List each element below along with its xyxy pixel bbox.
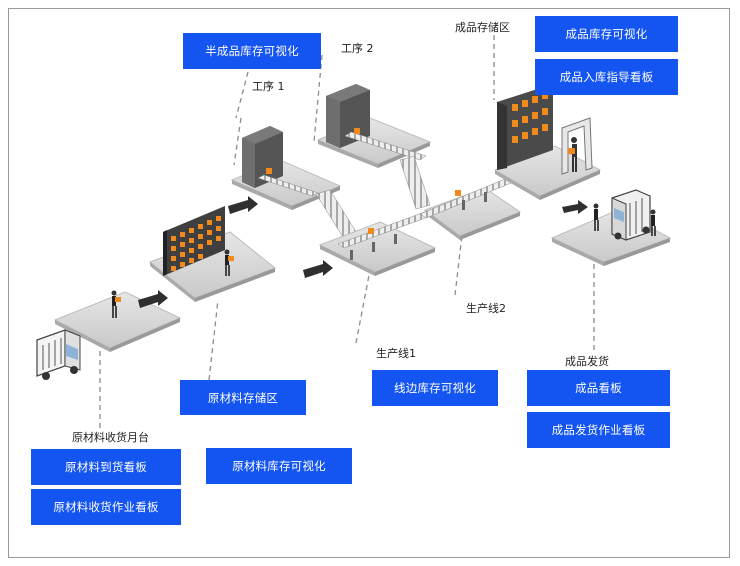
- worker-icon: [568, 137, 577, 172]
- finished-storage-label: 成品存储区: [455, 21, 510, 34]
- raw-arrival-board-button[interactable]: 原材料到货看板: [31, 449, 181, 485]
- connector-lines: [99, 35, 595, 428]
- process2-label: 工序 2: [341, 42, 374, 55]
- delivery-truck-icon: [611, 189, 651, 241]
- raw-receiving-board-button[interactable]: 原材料收货作业看板: [31, 489, 181, 525]
- production-line1-platform: [318, 209, 437, 276]
- finished-storage-platform: [493, 84, 602, 200]
- production-line2-label: 生产线2: [466, 302, 506, 315]
- delivery-truck-icon: [36, 329, 81, 380]
- finished-inventory-button[interactable]: 成品库存可视化: [535, 16, 678, 52]
- diagram-frame: [8, 8, 730, 558]
- line-side-inventory-button[interactable]: 线边库存可视化: [372, 370, 498, 406]
- raw-receiving-platform: [53, 290, 182, 352]
- gate-icon: [561, 117, 593, 175]
- production-line2-platform: [419, 171, 529, 240]
- production-line1-label: 生产线1: [376, 347, 416, 360]
- process1-label: 工序 1: [252, 80, 285, 93]
- raw-rack-boxes: [171, 216, 221, 271]
- worker-icon: [111, 290, 121, 318]
- finished-inbound-board-button[interactable]: 成品入库指导看板: [535, 59, 678, 95]
- raw-storage-platform: [149, 206, 276, 302]
- process2-platform: [316, 84, 432, 168]
- finished-rack-boxes: [512, 92, 548, 143]
- raw-storage-area-button[interactable]: 原材料存储区: [180, 380, 306, 415]
- raw-receiving-dock-label: 原材料收货月台: [72, 431, 149, 444]
- finished-shipping-label: 成品发货: [565, 355, 609, 368]
- worker-icon: [593, 203, 656, 236]
- raw-inventory-visual-button[interactable]: 原材料库存可视化: [206, 448, 352, 484]
- conveyor-belts: [315, 155, 431, 243]
- finished-board-button[interactable]: 成品看板: [527, 370, 670, 406]
- finished-shipping-platform: [550, 189, 672, 266]
- finished-shipping-board-button[interactable]: 成品发货作业看板: [527, 412, 670, 448]
- semi-finished-inventory-button[interactable]: 半成品库存可视化: [183, 33, 321, 69]
- flow-arrows: [138, 196, 588, 308]
- worker-icon: [224, 249, 234, 276]
